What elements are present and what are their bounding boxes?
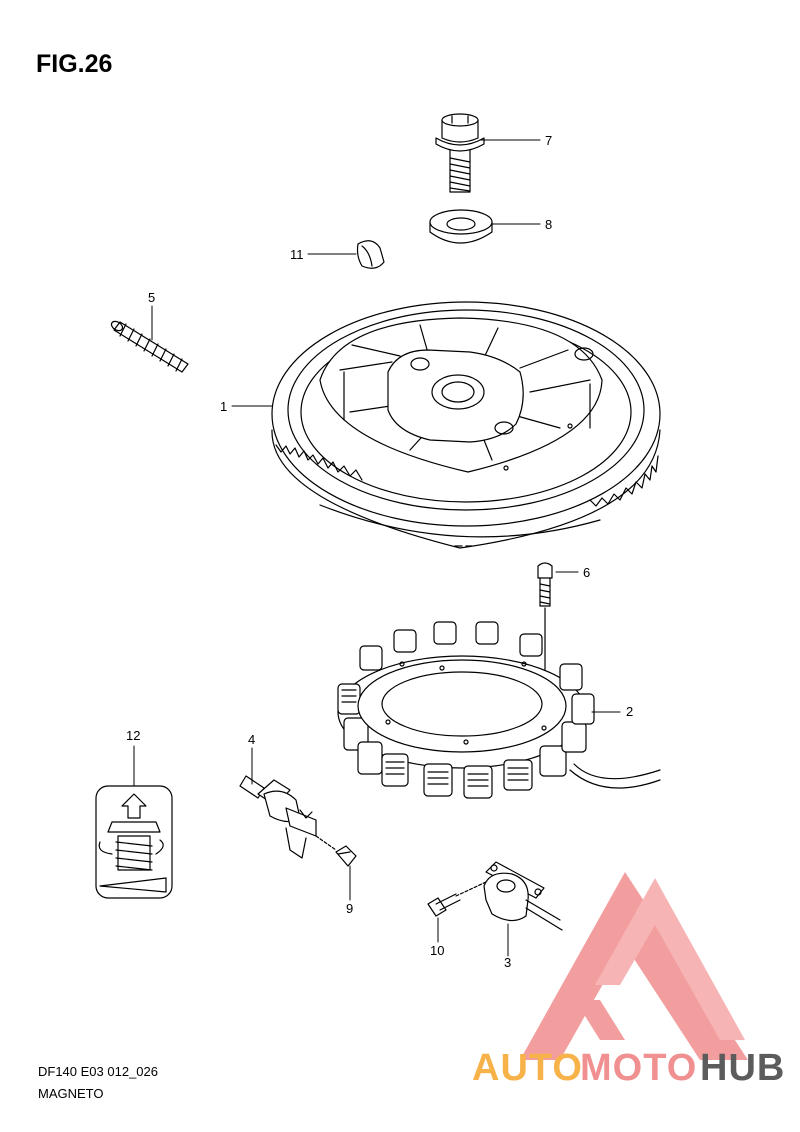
callout-9: 9 bbox=[346, 901, 353, 916]
washer-8 bbox=[429, 209, 493, 244]
sensor-4 bbox=[239, 775, 317, 859]
figure-code: DF140 E03 012_026 bbox=[38, 1064, 158, 1079]
screw-10 bbox=[427, 881, 487, 917]
callout-2: 2 bbox=[626, 704, 633, 719]
flywheel-1 bbox=[271, 301, 661, 549]
watermark-logo bbox=[520, 872, 748, 1060]
watermark-moto: MOTO bbox=[580, 1047, 697, 1089]
stator-2 bbox=[337, 621, 661, 799]
thread-lock-icon-12 bbox=[95, 785, 173, 899]
watermark-auto: AUTO bbox=[472, 1047, 583, 1089]
callout-labels: 1 2 3 4 5 6 7 8 9 10 11 12 bbox=[126, 133, 633, 970]
key-11 bbox=[356, 240, 385, 269]
watermark-text: AUTO MOTO HUB bbox=[472, 1047, 785, 1089]
screw-9 bbox=[315, 835, 357, 867]
callout-6: 6 bbox=[583, 565, 590, 580]
callout-4: 4 bbox=[248, 732, 255, 747]
callout-10: 10 bbox=[430, 943, 444, 958]
leader-lines bbox=[133, 139, 621, 957]
pickup-sensor-3 bbox=[483, 861, 563, 931]
callout-3: 3 bbox=[504, 955, 511, 970]
figure-name: MAGNETO bbox=[38, 1086, 104, 1101]
callout-7: 7 bbox=[545, 133, 552, 148]
bolt-7 bbox=[435, 113, 485, 193]
callout-8: 8 bbox=[545, 217, 552, 232]
callout-11: 11 bbox=[290, 247, 304, 262]
watermark-hub: HUB bbox=[700, 1047, 785, 1089]
callout-12: 12 bbox=[126, 728, 140, 743]
callout-1: 1 bbox=[220, 399, 227, 414]
spring-pin-5 bbox=[110, 320, 189, 373]
figure-title: FIG.26 bbox=[36, 50, 113, 78]
callout-5: 5 bbox=[148, 290, 155, 305]
